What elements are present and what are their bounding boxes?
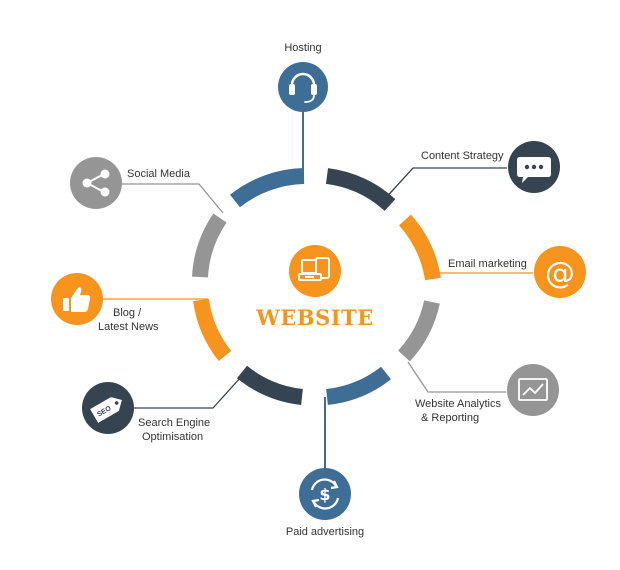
node-blog-latest-news: Blog / Latest News xyxy=(51,273,159,333)
thumbs-up-icon xyxy=(63,287,91,312)
node-label-social-media: Social Media xyxy=(127,168,191,180)
connector-search-engine xyxy=(133,376,242,409)
connector-social-media xyxy=(121,183,224,214)
headset-icon xyxy=(289,72,317,103)
connector-website-analytics xyxy=(407,361,506,393)
node-hosting: Hosting xyxy=(278,42,328,112)
node-search-engine-optimisation: SEO Search Engine Optimisation xyxy=(82,382,210,443)
node-circle-paid-advertising xyxy=(299,468,351,520)
node-content-strategy: Content Strategy xyxy=(421,141,560,193)
node-circle-hosting xyxy=(278,62,328,112)
node-label-content-strategy: Content Strategy xyxy=(421,150,504,162)
devices-icon xyxy=(298,257,330,281)
seo-tag-icon: SEO xyxy=(90,397,122,423)
node-label-paid-advertising: Paid advertising xyxy=(286,526,364,538)
ring-segment-search-engine xyxy=(236,365,304,405)
node-email-marketing: @ Email marketing xyxy=(448,246,586,298)
ring-segment-paid-advertising xyxy=(325,366,391,405)
at-sign-icon: @ xyxy=(545,256,575,291)
svg-text:$: $ xyxy=(319,485,330,504)
node-circle-social-media xyxy=(70,157,122,209)
share-icon xyxy=(82,169,110,197)
node-label-hosting: Hosting xyxy=(284,42,321,54)
ring-segment-website-analytics xyxy=(397,300,440,362)
ring-segment-social-media xyxy=(192,213,227,278)
connector-content-strategy xyxy=(381,167,507,203)
node-label2-website-analytics: & Reporting xyxy=(421,412,479,424)
connectors xyxy=(103,112,533,470)
center-hub: WEBSITE xyxy=(255,245,373,330)
ring xyxy=(192,168,441,405)
node-label-email-marketing: Email marketing xyxy=(448,258,527,270)
node-label2-blog: Latest News xyxy=(98,321,159,333)
ring-segment-content-strategy xyxy=(325,168,396,212)
line-graph-icon xyxy=(518,378,548,401)
ring-segment-hosting xyxy=(230,168,305,208)
chat-bubble-icon xyxy=(517,157,551,183)
node-paid-advertising: $ Paid advertising xyxy=(286,468,364,538)
node-label2-search-engine: Optimisation xyxy=(142,431,203,443)
node-label-blog: Blog / xyxy=(113,307,142,319)
center-title: WEBSITE xyxy=(255,305,373,330)
ring-segment-blog xyxy=(193,298,232,361)
node-circle-email-marketing xyxy=(534,246,586,298)
dollar-cycle-icon: $ xyxy=(310,478,340,510)
node-website-analytics: Website Analytics & Reporting xyxy=(415,364,559,424)
node-label-search-engine: Search Engine xyxy=(138,417,210,429)
ring-segment-email-marketing xyxy=(398,214,441,281)
node-label-website-analytics: Website Analytics xyxy=(415,398,502,410)
node-social-media: Social Media xyxy=(70,157,191,209)
